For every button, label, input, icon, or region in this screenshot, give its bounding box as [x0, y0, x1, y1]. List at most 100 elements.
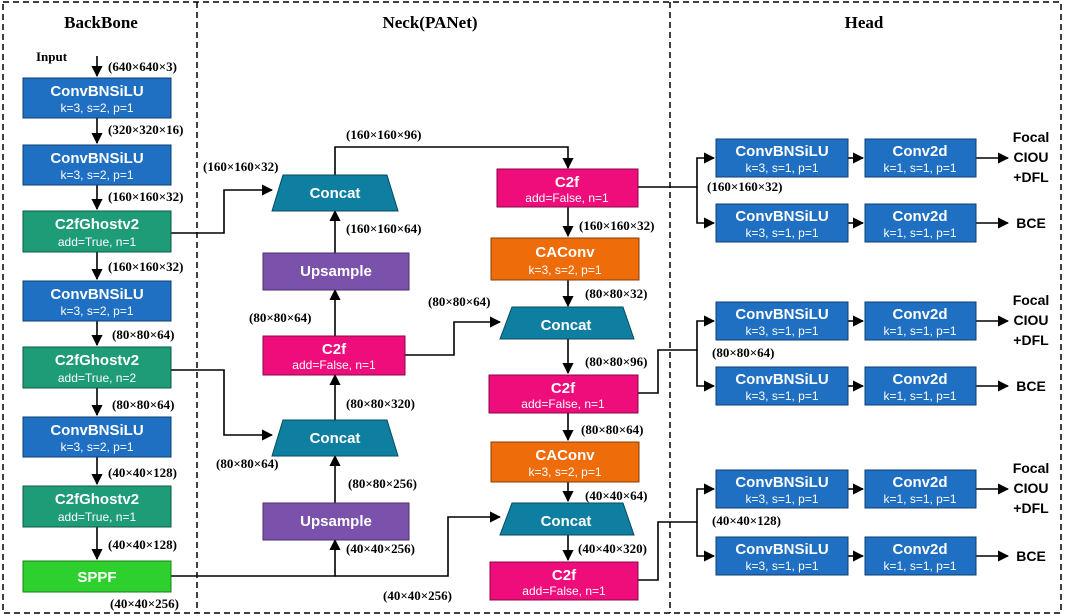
- backbone-conv-3: ConvBNSiLU k=3, s=2, p=1: [22, 280, 172, 322]
- block-title: Concat: [541, 317, 592, 334]
- backbone-conv-4: ConvBNSiLU k=3, s=2, p=1: [22, 416, 172, 458]
- dim-label: (80×80×64): [581, 422, 643, 437]
- block-params: add=False, n=1: [521, 397, 605, 411]
- block-params: k=1, s=1, p=1: [883, 389, 956, 403]
- head-branch-p4: ConvBNSiLU k=3, s=1, p=1 Conv2d k=1, s=1…: [715, 292, 1049, 406]
- neck-c2f-p4: C2f add=False, n=1: [488, 374, 639, 414]
- head-cls-conv2d: Conv2d k=1, s=1, p=1: [864, 301, 977, 341]
- block-title: Upsample: [300, 513, 372, 530]
- block-params: k=3, s=2, p=1: [528, 263, 601, 277]
- block-title: C2f: [322, 341, 347, 358]
- head-cls-conv2d: Conv2d k=1, s=1, p=1: [864, 138, 977, 178]
- block-title: Concat: [541, 513, 592, 530]
- block-params: add=True, n=1: [58, 235, 137, 249]
- block-params: k=3, s=1, p=1: [745, 389, 818, 403]
- dim-label: (160×160×32): [203, 159, 278, 174]
- dim-label: (80×80×64): [249, 310, 311, 325]
- dim-label: (80×80×64): [216, 456, 278, 471]
- loss-label: BCE: [1016, 548, 1046, 564]
- loss-label: CIOU: [1014, 480, 1049, 496]
- block-title: Concat: [310, 185, 361, 202]
- block-title: SPPF: [77, 569, 116, 586]
- block-title: ConvBNSiLU: [735, 541, 828, 558]
- block-title: ConvBNSiLU: [735, 474, 828, 491]
- neck-upsample-1: Upsample: [262, 252, 410, 291]
- dim-label: (160×160×32): [579, 218, 654, 233]
- block-title: Conv2d: [892, 306, 947, 323]
- loss-label: +DFL: [1013, 169, 1049, 185]
- dim-label: (40×40×128): [108, 537, 177, 552]
- block-params: k=3, s=1, p=1: [745, 226, 818, 240]
- backbone-c2fghost-1: C2fGhostv2 add=True, n=1: [22, 210, 172, 253]
- block-params: add=False, n=1: [292, 358, 376, 372]
- connectors: [91, 56, 1010, 581]
- backbone-conv-1: ConvBNSiLU k=3, s=2, p=1: [22, 77, 172, 119]
- dim-label: (160×160×32): [108, 189, 183, 204]
- dim-label: (80×80×96): [585, 354, 647, 369]
- dim-label: (40×40×256): [110, 596, 179, 611]
- dim-label: (80×80×32): [585, 286, 647, 301]
- dim-label: (320×320×16): [108, 122, 183, 137]
- dim-label: (160×160×64): [346, 221, 421, 236]
- block-title: C2fGhostv2: [55, 216, 139, 233]
- block-title: Conv2d: [892, 474, 947, 491]
- block-params: k=1, s=1, p=1: [883, 226, 956, 240]
- dim-label: (40×40×128): [712, 513, 781, 528]
- dim-label: (40×40×256): [383, 588, 452, 603]
- dim-label: (80×80×64): [428, 294, 490, 309]
- block-params: k=1, s=1, p=1: [883, 492, 956, 506]
- neck-concat-4: Concat: [499, 502, 635, 536]
- block-params: k=3, s=1, p=1: [745, 161, 818, 175]
- block-params: add=True, n=1: [58, 510, 137, 524]
- backbone-c2fghost-2: C2fGhostv2 add=True, n=2: [22, 346, 172, 389]
- head-box-conv2d: Conv2d k=1, s=1, p=1: [864, 203, 977, 243]
- input-label: Input: [36, 49, 68, 64]
- block-params: k=3, s=2, p=1: [60, 168, 133, 182]
- dim-label: (80×80×64): [712, 345, 774, 360]
- block-title: C2fGhostv2: [55, 491, 139, 508]
- block-title: ConvBNSiLU: [735, 143, 828, 160]
- dim-label: (640×640×3): [108, 59, 177, 74]
- dim-label: (40×40×320): [578, 541, 647, 556]
- block-title: ConvBNSiLU: [50, 150, 143, 167]
- loss-label: Focal: [1013, 129, 1050, 145]
- block-params: add=False, n=1: [522, 584, 606, 598]
- block-params: k=1, s=1, p=1: [883, 324, 956, 338]
- dim-label: (40×40×128): [108, 465, 177, 480]
- block-title: Upsample: [300, 263, 372, 280]
- block-params: k=1, s=1, p=1: [883, 161, 956, 175]
- backbone-sppf: SPPF: [22, 560, 172, 593]
- loss-label: +DFL: [1013, 500, 1049, 516]
- block-title: CAConv: [535, 244, 595, 261]
- block-title: C2fGhostv2: [55, 352, 139, 369]
- head-title: Head: [845, 13, 884, 32]
- backbone-c2fghost-3: C2fGhostv2 add=True, n=1: [22, 485, 172, 528]
- head-box-conv: ConvBNSiLU k=3, s=1, p=1: [715, 536, 849, 576]
- block-params: k=3, s=2, p=1: [528, 465, 601, 479]
- head-cls-conv2d: Conv2d k=1, s=1, p=1: [864, 469, 977, 509]
- neck-upsample-2: Upsample: [262, 502, 410, 541]
- neck-caconv-2: CAConv k=3, s=2, p=1: [490, 441, 640, 483]
- neck-concat-3: Concat: [499, 306, 635, 340]
- block-params: add=True, n=2: [58, 371, 137, 385]
- block-title: ConvBNSiLU: [735, 306, 828, 323]
- dim-label: (40×40×256): [346, 541, 415, 556]
- neck-title: Neck(PANet): [382, 13, 477, 32]
- block-title: ConvBNSiLU: [735, 371, 828, 388]
- block-title: ConvBNSiLU: [50, 83, 143, 100]
- block-params: k=3, s=2, p=1: [60, 440, 133, 454]
- neck-c2f-p5: C2f add=False, n=1: [489, 561, 639, 601]
- head-branch-p5: ConvBNSiLU k=3, s=1, p=1 Conv2d k=1, s=1…: [715, 460, 1049, 576]
- dim-label: (160×160×32): [707, 179, 782, 194]
- block-title: Conv2d: [892, 143, 947, 160]
- block-params: k=3, s=1, p=1: [745, 324, 818, 338]
- block-title: C2f: [552, 567, 577, 584]
- block-params: k=3, s=1, p=1: [745, 559, 818, 573]
- loss-label: CIOU: [1014, 149, 1049, 165]
- block-params: k=3, s=1, p=1: [745, 492, 818, 506]
- block-title: ConvBNSiLU: [50, 422, 143, 439]
- neck-concat-1: Concat: [271, 174, 399, 212]
- dim-label: (80×80×320): [346, 396, 415, 411]
